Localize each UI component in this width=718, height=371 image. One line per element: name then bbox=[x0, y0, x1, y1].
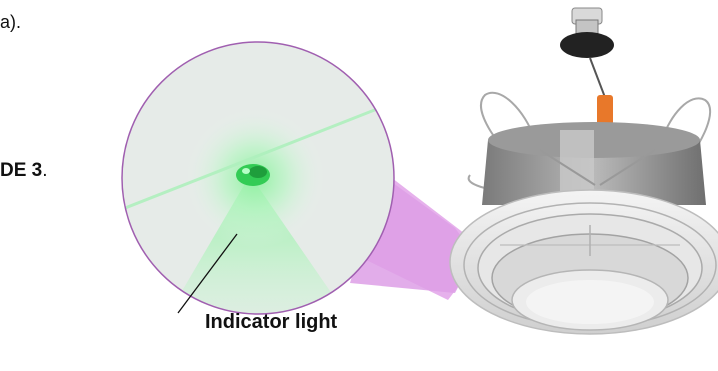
recessed-light-fixture-icon bbox=[450, 8, 718, 334]
text-fragment-top: a). bbox=[0, 12, 21, 33]
mode-label: DE 3 bbox=[0, 160, 42, 181]
mode-label-suffix: . bbox=[42, 160, 47, 181]
green-led-indicator-icon bbox=[236, 164, 270, 186]
text-fragment-mode: DE 3. bbox=[0, 160, 48, 182]
callout-label-indicator-light: Indicator light bbox=[205, 311, 337, 334]
